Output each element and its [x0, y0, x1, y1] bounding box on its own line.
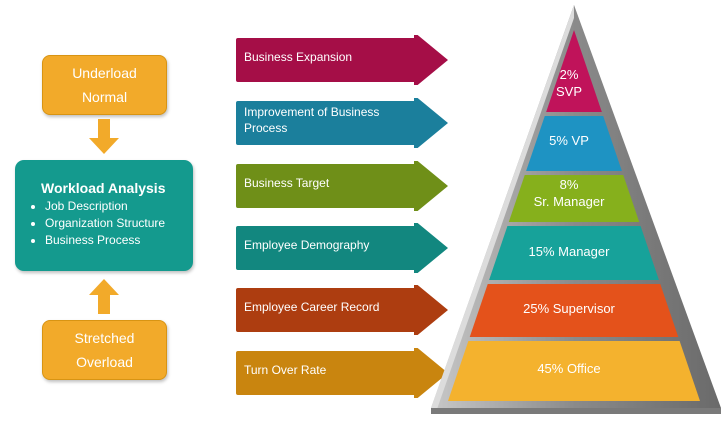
svp-percent: 2%: [559, 67, 579, 82]
vp-text: 5% VP: [549, 133, 589, 148]
normal-label: Normal: [81, 89, 128, 105]
supervisor-text: 25% Supervisor: [523, 301, 615, 316]
stretched-overload-box: Stretched Overload: [42, 320, 167, 380]
pyramid-label-manager: 15% Manager: [490, 243, 648, 260]
office-text: 45% Office: [537, 361, 601, 376]
analysis-item-organization-structure: Organization Structure: [45, 215, 193, 232]
arrow-label-improvement-business-process: Improvement of Business Process: [244, 105, 380, 135]
arrow-label-business-expansion: Business Expansion: [244, 50, 353, 64]
workload-analysis-title: Workload Analysis: [41, 180, 166, 196]
workload-analysis-list: Job Description Organization Structure B…: [29, 198, 193, 249]
arrow-label-turn-over-rate: Turn Over Rate: [244, 363, 327, 377]
arrow-turn-over-rate: Turn Over Rate: [236, 348, 449, 398]
analysis-item-business-process: Business Process: [45, 232, 193, 249]
sr-manager-title: Sr. Manager: [533, 194, 605, 209]
pyramid-frame-highlight: [431, 5, 574, 412]
arrow-employee-career-record: Employee Career Record: [236, 285, 449, 335]
pyramid-label-sr-manager: 8% Sr. Manager: [510, 176, 628, 210]
svp-title: SVP: [555, 84, 582, 99]
pyramid-level-manager: [489, 226, 659, 280]
pyramid-label-vp: 5% VP: [520, 132, 618, 149]
pyramid-level-svp: [546, 30, 602, 112]
arrow-business-expansion: Business Expansion: [236, 35, 449, 85]
sr-manager-percent: 8%: [559, 177, 579, 192]
pyramid-level-office: [448, 341, 700, 401]
arrow-employee-demography: Employee Demography: [236, 223, 449, 273]
pyramid-level-vp: [526, 116, 622, 171]
workload-analysis-box: Workload Analysis Job Description Organi…: [15, 160, 193, 271]
arrow-label-employee-career-record: Employee Career Record: [244, 300, 380, 314]
pyramid-level-sr-manager: [508, 175, 640, 222]
arrow-business-target: Business Target: [236, 161, 449, 211]
underload-normal-box: Underload Normal: [42, 55, 167, 115]
pyramid-label-supervisor: 25% Supervisor: [470, 300, 668, 317]
hierarchy-pyramid: [431, 5, 721, 414]
pyramid-base: [431, 408, 721, 414]
stretched-label: Stretched: [74, 330, 135, 346]
up-arrow-icon: [89, 279, 119, 314]
manager-text: 15% Manager: [528, 244, 610, 259]
pyramid-level-supervisor: [469, 284, 679, 337]
overload-label: Overload: [76, 354, 133, 370]
analysis-item-job-description: Job Description: [45, 198, 193, 215]
arrow-label-employee-demography: Employee Demography: [244, 238, 370, 252]
pyramid-label-office: 45% Office: [450, 360, 688, 377]
arrow-label-business-target: Business Target: [244, 176, 330, 190]
down-arrow-icon: [89, 119, 119, 154]
pyramid-label-svp: 2% SVP: [536, 66, 602, 100]
arrow-improvement-business-process: Improvement of Business Process: [236, 98, 449, 148]
underload-label: Underload: [72, 65, 137, 81]
